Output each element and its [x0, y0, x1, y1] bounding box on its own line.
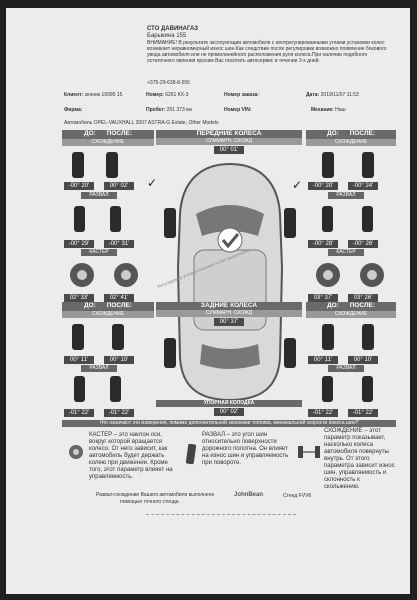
wheel-caster-icon-fl — [70, 263, 138, 287]
camber-label-right: РАЗВАЛ — [328, 192, 364, 199]
client-field: Клиент: зенник 19995 15 — [64, 92, 123, 98]
camber-label-right-rear: РАЗВАЛ — [328, 365, 364, 372]
made-by-note: Развал-схождение Вашего автомобиля выпол… — [96, 492, 215, 498]
toe-label-left-rear: СХОЖДЕНИЕ — [62, 311, 154, 318]
handwritten-check-right: ✓ — [292, 178, 303, 192]
camber-label-left: РАЗВАЛ — [81, 192, 117, 199]
fr-toe-before: -00° 20' — [308, 182, 338, 190]
wheel-camber-icon-rl — [74, 376, 121, 402]
equipment-stand: Стенд FVV6 — [283, 493, 312, 499]
wheel-camber-icon-rr — [322, 376, 373, 402]
fl-caster-after: 02° 41' — [104, 294, 134, 302]
number-field: Номер: 6261 КХ-3 — [146, 92, 189, 98]
car-top-view — [164, 162, 296, 402]
wheel-camber-icon-fr — [322, 206, 373, 232]
caster-explanation: КАСТЕР – это наклон оси, вокруг которой … — [89, 432, 173, 480]
fr-toe-after: -00° 24' — [348, 182, 378, 190]
caster-diagram-icon — [69, 445, 83, 459]
rl-toe-after: 00° 10' — [104, 356, 134, 364]
wheel-toe-icon-fl — [72, 152, 118, 178]
front-total-toe-value: 00° 01' — [214, 146, 244, 154]
toe-label-right: СХОЖДЕНИЕ — [306, 139, 396, 146]
rr-camber-before: -01° 22' — [308, 409, 338, 417]
rl-camber-after: -01° 22' — [104, 409, 134, 417]
camber-diagram-icon — [185, 444, 197, 465]
fr-caster-before: 03° 37' — [308, 294, 338, 302]
fl-camber-before: -00° 29' — [64, 240, 94, 248]
front-wheels-header: ПЕРЕДНИЕ КОЛЕСА — [156, 130, 302, 138]
camber-label-left-rear: РАЗВАЛ — [81, 365, 117, 372]
mechanic-field: Механик: Наш — [311, 107, 346, 113]
rl-camber-before: -01° 22' — [64, 409, 94, 417]
equipment-brand: JohnBean — [234, 492, 264, 498]
company-address: Барыкина 155 — [147, 33, 187, 39]
wheel-caster-icon-fr — [316, 263, 384, 287]
company-name: СТО ДАВИНАГАЗ — [147, 26, 199, 32]
toe-diagram-icon — [298, 446, 320, 458]
wheel-toe-icon-rr — [322, 324, 374, 350]
vehicle-line: Автомобиль OPEL-VAUXHALL 2007 ASTRA-G Es… — [64, 120, 219, 126]
company-phone: +375-29-638-8-555 — [147, 80, 190, 86]
thrust-angle-label: УПОРНАЯ КОЛОДКА — [156, 400, 302, 407]
rear-total-toe-value: 00° 37' — [214, 318, 244, 326]
fl-toe-after: 00° 02' — [104, 182, 134, 190]
front-wheels-subtitle: СУММАРН. СХОЖД — [156, 138, 302, 145]
rr-toe-after: 00° 10' — [348, 356, 378, 364]
rear-wheels-subtitle: СУММАРН. СХОЖД — [156, 310, 302, 317]
caster-label-right: КАСТЕР — [328, 249, 364, 256]
mileage-field: Пробег: 251 373 км — [146, 107, 192, 113]
toe-label-right-rear: СХОЖДЕНИЕ — [306, 311, 396, 318]
camber-explanation: РАЗВАЛ – это угол шин относительно повер… — [202, 432, 289, 466]
rr-camber-after: -01° 22' — [348, 409, 378, 417]
fl-caster-before: 02° 33' — [64, 294, 94, 302]
signature-line — [146, 514, 296, 515]
toe-label-left: СХОЖДЕНИЕ — [62, 139, 154, 146]
fl-toe-before: -00° 20' — [64, 182, 94, 190]
wheel-camber-icon-fl — [74, 206, 121, 232]
wheel-toe-icon-fr — [322, 152, 374, 178]
specialist-note: помощью точного стенда — [120, 499, 179, 505]
date-field: Дата: 2019/11/07 11:53 — [306, 92, 359, 98]
company-field: Фирма: — [64, 107, 83, 113]
order-number-field: Номер заказа: — [224, 92, 259, 98]
alignment-report-sheet: СТО ДАВИНАГАЗ Барыкина 155 ВНИМАНИЕ! В р… — [6, 8, 410, 594]
fr-camber-before: -00° 28' — [308, 240, 338, 248]
warning-text: ВНИМАНИЕ! В результате эксплуатации авто… — [147, 40, 387, 64]
thrust-angle-value: 00° 02' — [214, 408, 244, 416]
rr-toe-before: 00° 11' — [308, 356, 338, 364]
handwritten-check-left: ✓ — [147, 176, 158, 190]
rear-wheels-header: ЗАДНИЕ КОЛЕСА — [156, 302, 302, 310]
fr-caster-after: 03° 26' — [348, 294, 378, 302]
toe-explanation: СХОЖДЕНИЕ – этот параметр показывает, на… — [324, 428, 395, 490]
fr-camber-after: -00° 26' — [348, 240, 378, 248]
caster-label-left: КАСТЕР — [81, 249, 117, 256]
vin-field: Номер VIN: — [224, 107, 252, 113]
fl-camber-after: -00° 31' — [104, 240, 134, 248]
rl-toe-before: 00° 11' — [64, 356, 94, 364]
footer-banner: Что означают эти измерения, помимо допол… — [62, 420, 396, 427]
wheel-toe-icon-rl — [72, 324, 124, 350]
